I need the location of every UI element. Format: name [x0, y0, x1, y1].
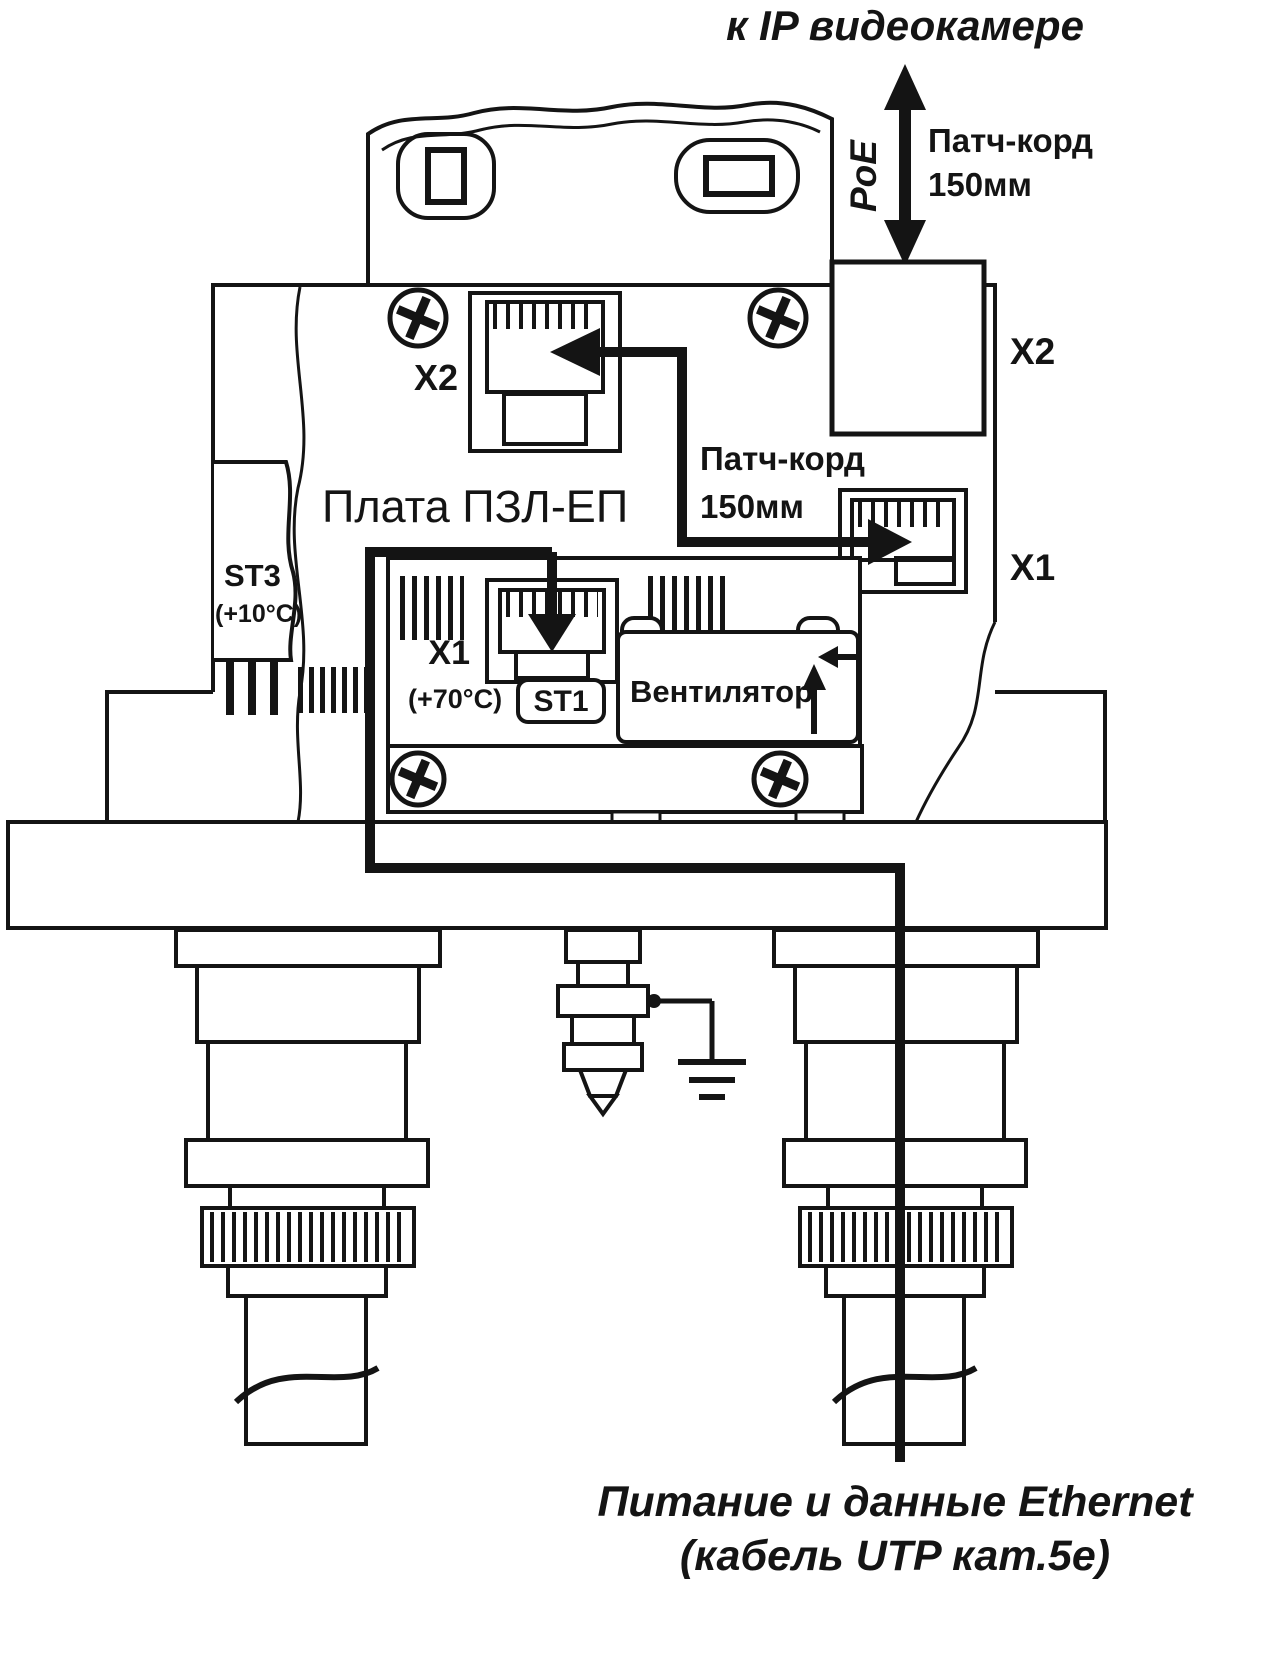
st1-sensor	[516, 678, 606, 724]
st3-sensor	[214, 460, 368, 715]
fan-airflow-up-arrow	[802, 664, 826, 734]
cable-wrap-right	[831, 1365, 978, 1405]
cable-wrap-left	[233, 1365, 380, 1405]
x1-panel-label: X1	[1010, 547, 1055, 588]
board-title: Плата ПЗЛ-ЕП	[322, 481, 628, 532]
poe-cable-arrow	[884, 64, 926, 266]
wire-junction-dot	[647, 994, 661, 1008]
ethernet-power-cable	[365, 547, 905, 1462]
camera-body	[366, 100, 834, 287]
cable-gland-left	[174, 928, 442, 1446]
mount-slot-right-inner	[703, 155, 775, 197]
x2-panel-label: X2	[1010, 331, 1055, 372]
x2-board-label: X2	[414, 357, 458, 398]
screw-top-left	[387, 287, 449, 349]
arrow-right-icon	[868, 519, 912, 565]
camera-body-outline	[366, 100, 834, 287]
x1-temp-label: (+70°C)	[408, 684, 502, 714]
cable-gland-right	[772, 928, 1040, 1446]
board-break-line-right	[914, 621, 997, 823]
patch-cord-top-label-line1: Патч-корд	[928, 122, 1093, 159]
patch-cord-top-label-line2: 150мм	[928, 166, 1032, 203]
bottom-caption-line2: (кабель UTP кат.5е)	[680, 1532, 1110, 1580]
screw-top-right	[747, 287, 809, 349]
mounting-plate	[6, 820, 1108, 930]
mount-slot-left	[396, 132, 496, 220]
patch-cord-mid-label-line1: Патч-корд	[700, 440, 865, 477]
st3-temp-label: (+10°C)	[215, 600, 302, 628]
board-outline	[211, 283, 997, 692]
arrow-left-icon	[550, 328, 600, 376]
arrow-down-icon	[528, 614, 576, 652]
bottom-caption-line1: Питание и данные Ethernet	[597, 1478, 1194, 1526]
poe-label: PoE	[843, 139, 884, 212]
ground-symbol-icon	[678, 1059, 746, 1100]
fan-label: Вентилятор	[630, 674, 813, 709]
patch-cord-mid-label-line2: 150мм	[700, 488, 804, 525]
cable-left	[244, 1294, 368, 1446]
x1-board-label: X1	[428, 634, 470, 672]
screw-bottom-right	[751, 750, 809, 808]
arrow-down-icon	[884, 220, 926, 266]
screw-bottom-left	[389, 750, 447, 808]
fan-airflow-left-arrow	[818, 646, 858, 668]
ground-bolt	[556, 928, 746, 1118]
arrow-up-icon	[884, 64, 926, 110]
fan-box	[616, 630, 860, 744]
st3-label: ST3	[224, 558, 281, 593]
mount-slot-right	[674, 138, 800, 214]
to-ip-camera-label: к IP видеокамере	[726, 2, 1084, 49]
x2-panel-connector	[829, 259, 987, 437]
board-break-line-left	[292, 286, 306, 823]
patch-cord-internal	[550, 328, 912, 565]
st1-label: ST1	[533, 685, 588, 718]
rear-housing	[105, 690, 1107, 822]
mount-slot-left-inner	[425, 147, 467, 205]
